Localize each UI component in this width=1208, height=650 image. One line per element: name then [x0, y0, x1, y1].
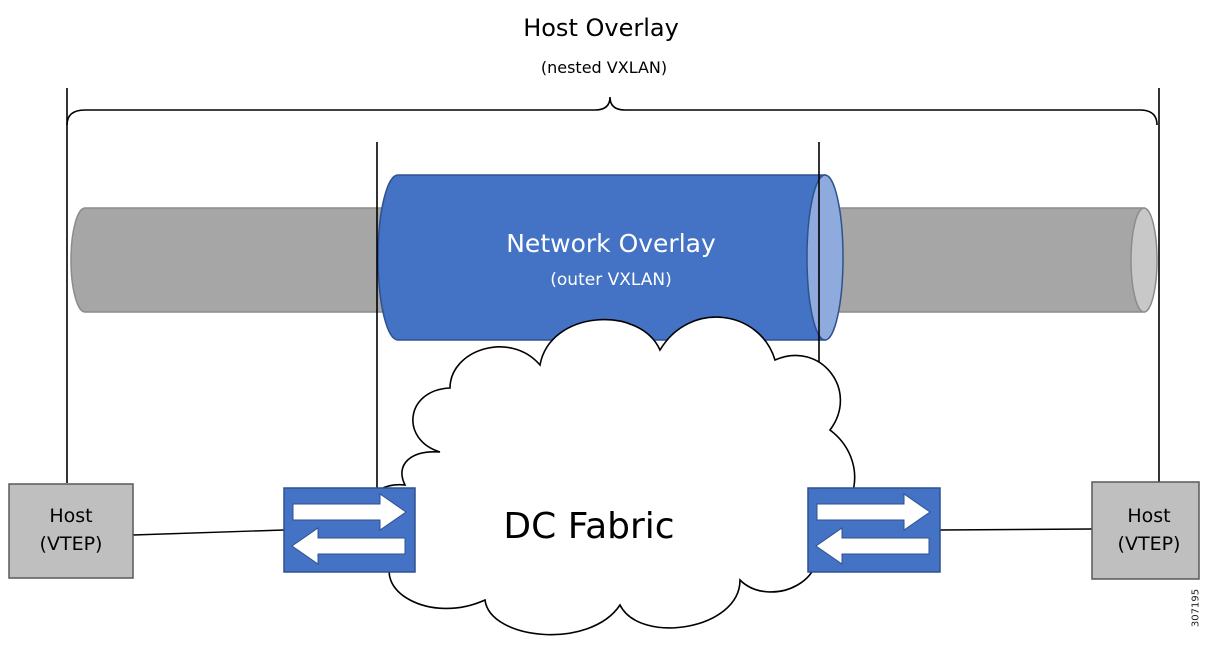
link-left-host-switch: [132, 529, 285, 536]
arrow-left-icon: [291, 527, 406, 565]
host-left-label: Host: [49, 505, 92, 527]
host-right-box: [1091, 481, 1200, 580]
network-overlay-title: Network Overlay: [506, 229, 716, 258]
network-tunnel-body: [377, 174, 826, 341]
host-right-sublabel: (VTEP): [1118, 533, 1181, 555]
host-overlay-bracket: [66, 96, 1158, 126]
arrow-left-icon: [815, 527, 930, 565]
switch-right-body: [807, 487, 941, 573]
host-right-label: Host: [1127, 505, 1170, 527]
dc-fabric-label: DC Fabric: [503, 506, 674, 547]
host-tunnel-left-segment: [70, 207, 386, 313]
host-tunnel-right-end: [1130, 207, 1158, 313]
link-right-switch-host: [939, 528, 1093, 531]
figure-id: 307195: [1190, 588, 1202, 628]
arrow-right-icon: [816, 493, 931, 531]
host-left: Host (VTEP): [8, 483, 134, 579]
host-left-box: [8, 483, 134, 579]
arrow-right-icon: [292, 493, 407, 531]
host-left-sublabel: (VTEP): [40, 533, 103, 555]
host-right: Host (VTEP): [1091, 481, 1200, 580]
switch-left: [283, 487, 416, 573]
dc-fabric-cloud: DC Fabric: [363, 316, 856, 636]
switch-right: [807, 487, 941, 573]
network-tunnel-end: [806, 174, 844, 341]
switch-left-body: [283, 487, 416, 573]
host-overlay-title: Host Overlay: [523, 14, 679, 42]
host-overlay-subtitle: (nested VXLAN): [541, 58, 667, 77]
network-overlay-subtitle: (outer VXLAN): [550, 270, 671, 290]
network-overlay-tunnel: Network Overlay (outer VXLAN): [377, 174, 844, 341]
host-tunnel-right-segment: [821, 207, 1145, 313]
cloud-shape: [363, 316, 856, 636]
